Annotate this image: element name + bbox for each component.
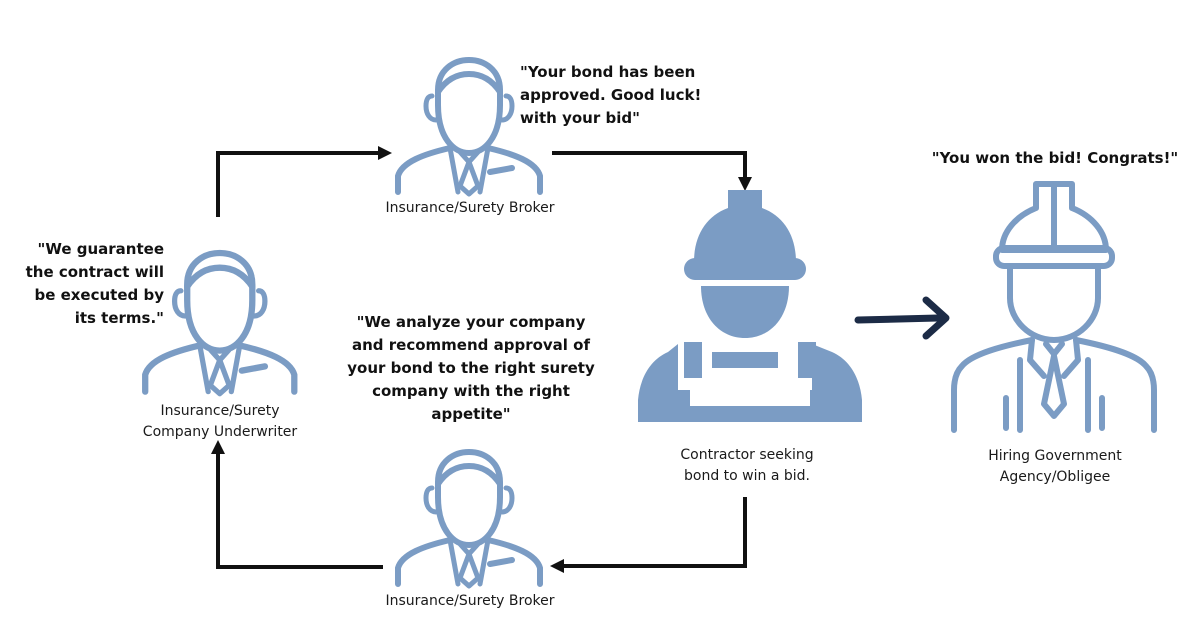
- contractor-label: Contractor seeking bond to win a bid.: [680, 447, 814, 484]
- arrow-contractor-to-broker-bottom: [550, 497, 747, 573]
- arrow-broker-top-to-contractor: [552, 151, 752, 191]
- broker-bottom-quote: "We analyze your company and recommend a…: [347, 313, 595, 423]
- underwriter-icon: [145, 253, 294, 394]
- hard-hat-official-icon: [951, 181, 1157, 433]
- broker-top-quote: "Your bond has been approved. Good luck!…: [520, 63, 702, 127]
- broker-bottom-label: Insurance/Surety Broker: [385, 593, 555, 609]
- broker-top-label: Insurance/Surety Broker: [385, 200, 555, 216]
- underwriter-label: Insurance/Surety Company Underwriter: [142, 403, 298, 440]
- broker-bottom-icon: [398, 452, 540, 586]
- construction-worker-icon: [638, 190, 862, 422]
- broker-top-icon: [398, 60, 540, 194]
- arrow-broker-bottom-to-underwriter: [211, 440, 383, 569]
- arrow-underwriter-to-broker-top: [216, 146, 392, 217]
- obligee-label: Hiring Government Agency/Obligee: [988, 448, 1122, 485]
- underwriter-quote: "We guarantee the contract will be execu…: [25, 240, 164, 327]
- arrow-contractor-to-obligee: [854, 296, 950, 340]
- obligee-quote: "You won the bid! Congrats!": [931, 149, 1179, 167]
